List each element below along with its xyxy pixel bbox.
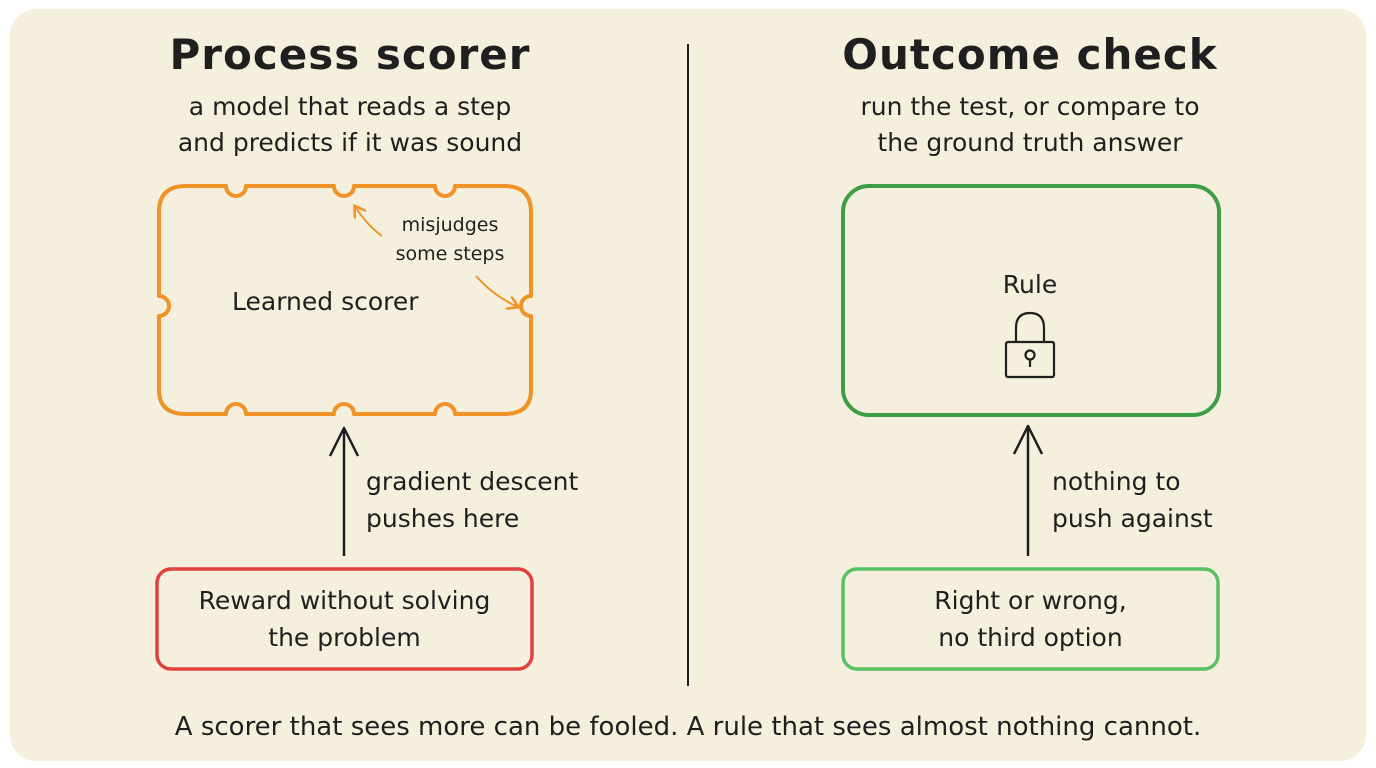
misjudges-line2: some steps — [395, 243, 505, 265]
right-title: Outcome check — [842, 30, 1218, 79]
misjudges-arrow-right — [475, 275, 516, 306]
right-or-wrong-text: Right or wrong, no third option — [843, 582, 1218, 656]
left-subtitle-line1: a model that reads a step — [188, 92, 512, 121]
misjudges-arrow-top — [356, 208, 383, 237]
learned-scorer-label: Learned scorer — [232, 287, 419, 316]
nothing-to-push-label: nothing to push against — [1052, 463, 1213, 537]
gradient-line2: pushes here — [366, 504, 520, 533]
right-or-wrong-line1: Right or wrong, — [934, 586, 1127, 615]
reward-line1: Reward without solving — [198, 586, 491, 615]
footer-caption: A scorer that sees more can be fooled. A… — [174, 712, 1202, 742]
reward-without-solving-text: Reward without solving the problem — [157, 582, 532, 656]
left-subtitle: a model that reads a step and predicts i… — [120, 89, 580, 161]
right-subtitle-line2: the ground truth answer — [877, 128, 1183, 157]
left-subtitle-line2: and predicts if it was sound — [177, 128, 523, 157]
gradient-line1: gradient descent — [366, 467, 579, 496]
reward-line2: the problem — [268, 623, 421, 652]
left-arrow-head — [328, 426, 360, 457]
nothing-line1: nothing to — [1052, 467, 1181, 496]
nothing-line2: push against — [1052, 504, 1213, 533]
lock-icon — [1004, 311, 1056, 379]
right-or-wrong-line2: no third option — [938, 623, 1123, 652]
learned-scorer-box — [157, 184, 533, 416]
right-subtitle-line1: run the test, or compare to — [860, 92, 1200, 121]
rule-label: Rule — [1002, 270, 1058, 299]
rule-box — [841, 184, 1221, 417]
misjudges-annotation: misjudges some steps — [380, 211, 520, 269]
left-title: Process scorer — [169, 30, 531, 79]
right-subtitle: run the test, or compare to the ground t… — [800, 89, 1260, 161]
right-arrow-head — [1012, 424, 1044, 455]
gradient-descent-label: gradient descent pushes here — [366, 463, 578, 537]
misjudges-line1: misjudges — [401, 214, 499, 236]
reward-without-solving-box — [155, 567, 534, 671]
right-or-wrong-box — [841, 567, 1220, 671]
